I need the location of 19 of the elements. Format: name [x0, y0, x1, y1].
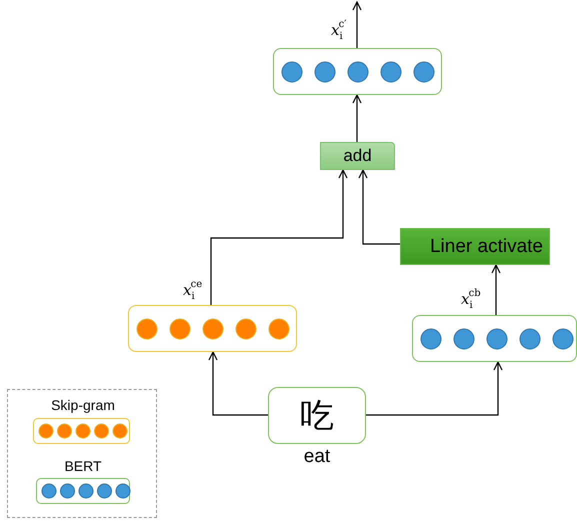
arrow: [491, 264, 501, 315]
node-label: Liner activate: [430, 236, 543, 258]
word-box: [268, 387, 366, 444]
arrow: [208, 351, 268, 416]
activation-box: [400, 228, 550, 265]
legend-label: BERT: [63, 459, 103, 473]
vector-box: [412, 315, 577, 362]
arrow: [358, 169, 400, 245]
arrow: [366, 361, 503, 416]
node-label: eat: [302, 447, 332, 466]
node-label: 吃: [300, 396, 334, 436]
vector-box: [273, 48, 442, 95]
arrow: [210, 169, 348, 305]
operation-box: [320, 142, 395, 170]
arrow: [352, 94, 362, 142]
node-label: add: [343, 146, 372, 166]
vector-box: [128, 305, 297, 352]
arrow: [352, 1, 362, 48]
legend-label: Skip-gram: [50, 398, 116, 412]
